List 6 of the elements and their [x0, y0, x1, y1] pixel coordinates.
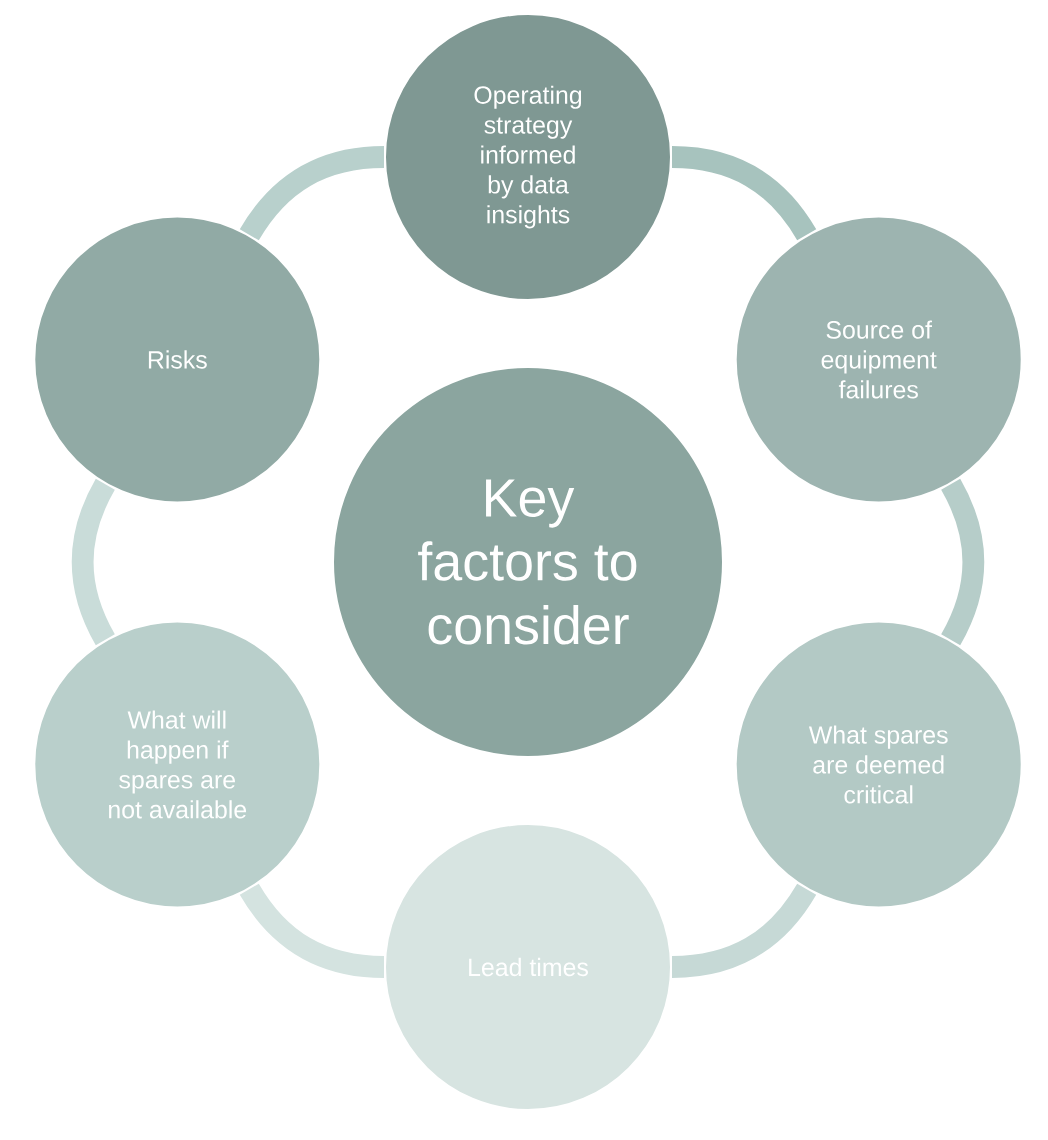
ring-arc — [671, 883, 817, 978]
ring-arc — [239, 146, 385, 241]
ring-arc — [71, 479, 115, 645]
ring-arc — [671, 146, 817, 241]
ring-arc — [239, 883, 385, 978]
ring-arc — [941, 479, 985, 645]
